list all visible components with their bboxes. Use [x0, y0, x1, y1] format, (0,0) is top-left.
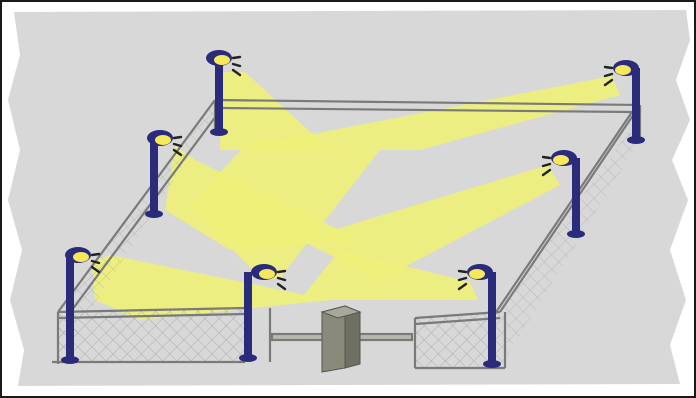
- lamp-pole: [488, 272, 496, 364]
- lamp-ray: [459, 271, 466, 272]
- lamp-glow: [73, 252, 89, 262]
- lamp-glow: [469, 269, 485, 279]
- lamp-pole: [66, 255, 74, 360]
- lamp-base: [210, 128, 228, 136]
- lamp-pole: [572, 158, 580, 234]
- lamp-glow: [553, 155, 569, 165]
- lamp-ray: [92, 254, 99, 255]
- lamp-ray: [174, 137, 181, 138]
- lamp-pole: [632, 68, 640, 140]
- lamp-base: [145, 210, 163, 218]
- lamp-glow: [155, 135, 171, 145]
- lamp-ray: [543, 157, 550, 158]
- lamp-base: [239, 354, 257, 362]
- lamp-glow: [214, 55, 230, 65]
- lamp-glow: [615, 65, 631, 75]
- lamp-base: [61, 356, 79, 364]
- lamp-glow: [259, 269, 275, 279]
- lamp-base: [627, 136, 645, 144]
- lamp-base: [567, 230, 585, 238]
- lamp-ray: [605, 67, 612, 68]
- lamp-pole: [215, 58, 223, 132]
- lamp-ray: [278, 271, 285, 272]
- lamp-pole: [244, 272, 252, 358]
- lamp-ray: [233, 57, 240, 58]
- lamp-pole: [150, 138, 158, 214]
- lamp-base: [483, 360, 501, 368]
